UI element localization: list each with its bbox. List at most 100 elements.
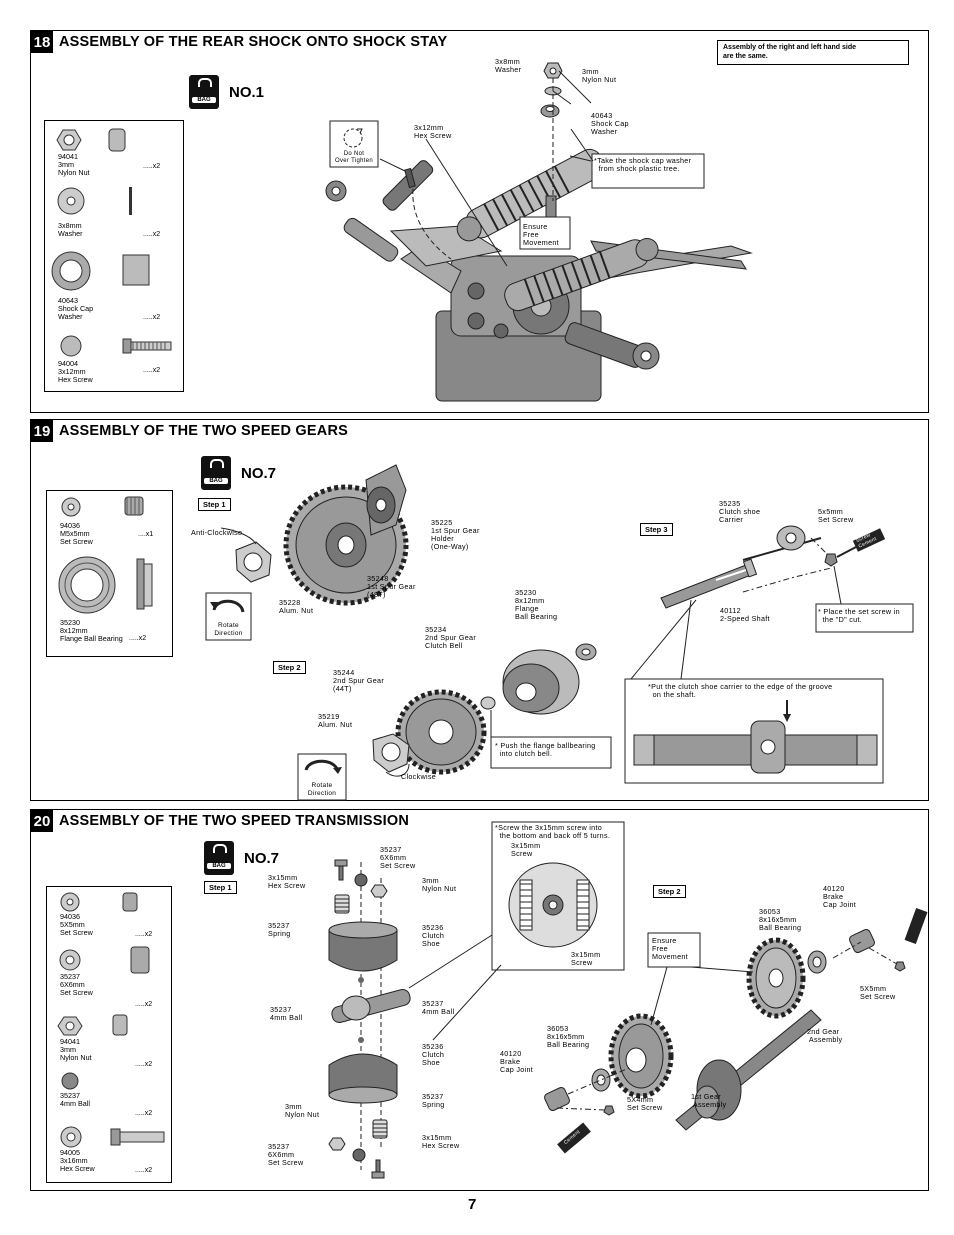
section-20: 20 ASSEMBLY OF THE TWO SPEED TRANSMISSIO… — [30, 809, 929, 1191]
bag-number: NO.1 — [229, 83, 265, 101]
part-qty: .....x2 — [143, 231, 161, 238]
alum-nut-48-drawing — [235, 541, 272, 583]
nylon-nut-label: 3mm Nylon Nut — [285, 1102, 320, 1119]
spur-gear-44t-label: 35244 2nd Spur Gear (44T) — [333, 668, 385, 693]
hex-screw-label: 3x15mm Hex Screw — [422, 1133, 460, 1150]
nylon-nut-label: 3mm Nylon Nut — [582, 67, 617, 84]
parts-list: 94036 5X5mm Set Screw .....x2 35237 6X6m… — [46, 886, 172, 1183]
anticlockwise-label: Anti-Clockwise — [191, 528, 243, 537]
bearing-label: 36053 8x16x5mm Ball Bearing — [759, 907, 802, 932]
section-19: 19 ASSEMBLY OF THE TWO SPEED GEARS BAG N… — [30, 419, 929, 801]
alum-nut-label: 35228 Alum. Nut — [279, 598, 314, 615]
clutch-bell-drawing — [502, 643, 597, 715]
cap-note: *Take the shock cap washer from shock pl… — [594, 156, 692, 173]
washer-label: 3x8mm Washer — [495, 57, 522, 74]
washer-icon — [57, 187, 132, 215]
screw-cement-icon — [557, 907, 928, 1154]
part-qty: .....x2 — [135, 931, 153, 938]
part-qty: ....x1 — [138, 531, 154, 538]
set-screw-label: 35237 6X6mm Set Screw — [268, 1142, 304, 1167]
part-label: 94004 3x12mm Hex Screw — [58, 359, 93, 384]
hex-screw-icon — [60, 335, 172, 357]
gear-assembly-label: 1st Gear Assembly — [691, 1092, 727, 1109]
part-qty: .....x2 — [135, 1061, 153, 1068]
nylon-nut-icon — [56, 128, 126, 152]
clutch-shoe-label: 35236 Clutch Shoe — [422, 1042, 445, 1067]
groove-note: *Put the clutch shoe carrier to the edge… — [648, 682, 833, 699]
brake-cap-label: 40120 Brake Cap Joint — [823, 884, 857, 909]
exploded-clutch-drawing — [328, 859, 411, 1179]
page-number: 7 — [468, 1196, 477, 1213]
section-title: ASSEMBLY OF THE TWO SPEED TRANSMISSION — [59, 813, 409, 829]
two-speed-transmission-illustration — [328, 821, 928, 1179]
part-label: 3x8mm Washer — [58, 221, 83, 238]
shock-absorber-drawing — [456, 148, 659, 312]
set-screw-label: 35237 6X6mm Set Screw — [380, 845, 416, 870]
part-label: 94041 3mm Nylon Nut — [58, 152, 90, 177]
screw-note: *Screw the 3x15mm screw into the bottom … — [495, 823, 611, 840]
gear-assembly-label: 2nd Gear Assembly — [807, 1027, 843, 1044]
screw-cement-icon — [836, 528, 886, 558]
part-label: 94041 3mm Nylon Nut — [60, 1037, 92, 1062]
bag-icon: BAG — [189, 75, 219, 109]
do-not-overtighten-label: Do Not Over Tighten — [335, 151, 373, 164]
bearing-label: 36053 8x16x5mm Ball Bearing — [547, 1024, 590, 1049]
exploded-hardware — [404, 62, 563, 267]
parts-illustrations — [51, 128, 172, 357]
rotate-direction-label: Rotate Direction — [307, 782, 337, 797]
bag-number: NO.7 — [241, 464, 277, 482]
set-screw-label: 5X5mm Set Screw — [860, 984, 896, 1001]
set-screw-label: 5x5mm Set Screw — [818, 507, 854, 524]
bag-badge: BAG NO.7 — [201, 456, 276, 490]
ensure-box — [647, 932, 701, 968]
spring-label: 35237 Spring — [268, 921, 291, 938]
inset-screw-label: 3x15mm Screw — [511, 841, 541, 858]
clutch-shoe-label: 35236 Clutch Shoe — [422, 923, 445, 948]
alum-nut-label: 35219 Alum. Nut — [318, 712, 353, 729]
d-cut-note: * Place the set screw in the "D" cut. — [818, 607, 900, 624]
section-title: ASSEMBLY OF THE REAR SHOCK ONTO SHOCK ST… — [59, 34, 448, 50]
inset-screw-label: 3x15mm Screw — [571, 950, 601, 967]
do-not-overtighten-icon — [329, 120, 406, 172]
two-speed-shaft-drawing — [660, 537, 822, 609]
nylon-nut-label: 3mm Nylon Nut — [422, 876, 457, 893]
section-18-header: 18 ASSEMBLY OF THE REAR SHOCK ONTO SHOCK… — [31, 31, 447, 53]
section-number: 20 — [31, 810, 53, 832]
assembly-note: Assembly of the right and left hand side… — [717, 40, 909, 65]
d-note-box — [815, 603, 914, 633]
section-20-header: 20 ASSEMBLY OF THE TWO SPEED TRANSMISSIO… — [31, 810, 409, 832]
gear-holder-label: 35225 1st Spur Gear Holder (One-Way) — [431, 518, 480, 551]
gear-assembly-drawing — [544, 929, 906, 1131]
alum-nut-44-drawing — [372, 733, 410, 773]
part-qty: .....x2 — [135, 1001, 153, 1008]
parts-list: 94041 3mm Nylon Nut .....x2 3x8mm Washer… — [44, 120, 184, 392]
push-note: * Push the flange ballbearing into clutc… — [495, 741, 596, 758]
inset-detail-box — [408, 821, 625, 1041]
section-number: 18 — [31, 31, 53, 53]
bag-number: NO.7 — [244, 849, 280, 867]
part-label: 35237 4mm Ball — [60, 1091, 90, 1108]
part-qty: .....x2 — [143, 367, 161, 374]
bearing-label: 35230 8x12mm Flange Ball Bearing — [515, 588, 558, 621]
clockwise-label: Clockwise — [401, 772, 437, 781]
part-label: 94036 M5x5mm Set Screw — [60, 521, 93, 546]
part-qty: .....x2 — [129, 635, 147, 642]
section-19-header: 19 ASSEMBLY OF THE TWO SPEED GEARS — [31, 420, 348, 442]
bag-badge: BAG NO.1 — [189, 75, 264, 109]
shock-cap-label: 40643 Shock Cap Washer — [591, 111, 629, 136]
section-number: 19 — [31, 420, 53, 442]
part-label: 35237 6X6mm Set Screw — [60, 972, 93, 997]
step-3-badge: Step 3 — [640, 523, 673, 536]
ball-label: 35237 4mm Ball — [270, 1005, 303, 1022]
rotate-direction-icon — [297, 753, 347, 801]
section-18: 18 ASSEMBLY OF THE REAR SHOCK ONTO SHOCK… — [30, 30, 929, 413]
shock-cap-washer-icon — [51, 251, 150, 291]
part-label: 35230 8x12mm Flange Ball Bearing — [60, 618, 123, 643]
part-qty: .....x2 — [135, 1110, 153, 1117]
hex-screw-label: 3x12mm Hex Screw — [414, 123, 452, 140]
set-screw-icon — [61, 496, 144, 517]
set-screw-drawing — [824, 553, 838, 567]
ball-icon — [61, 1072, 79, 1090]
flange-bearing-icon — [58, 556, 153, 614]
step-2-badge: Step 2 — [653, 885, 686, 898]
